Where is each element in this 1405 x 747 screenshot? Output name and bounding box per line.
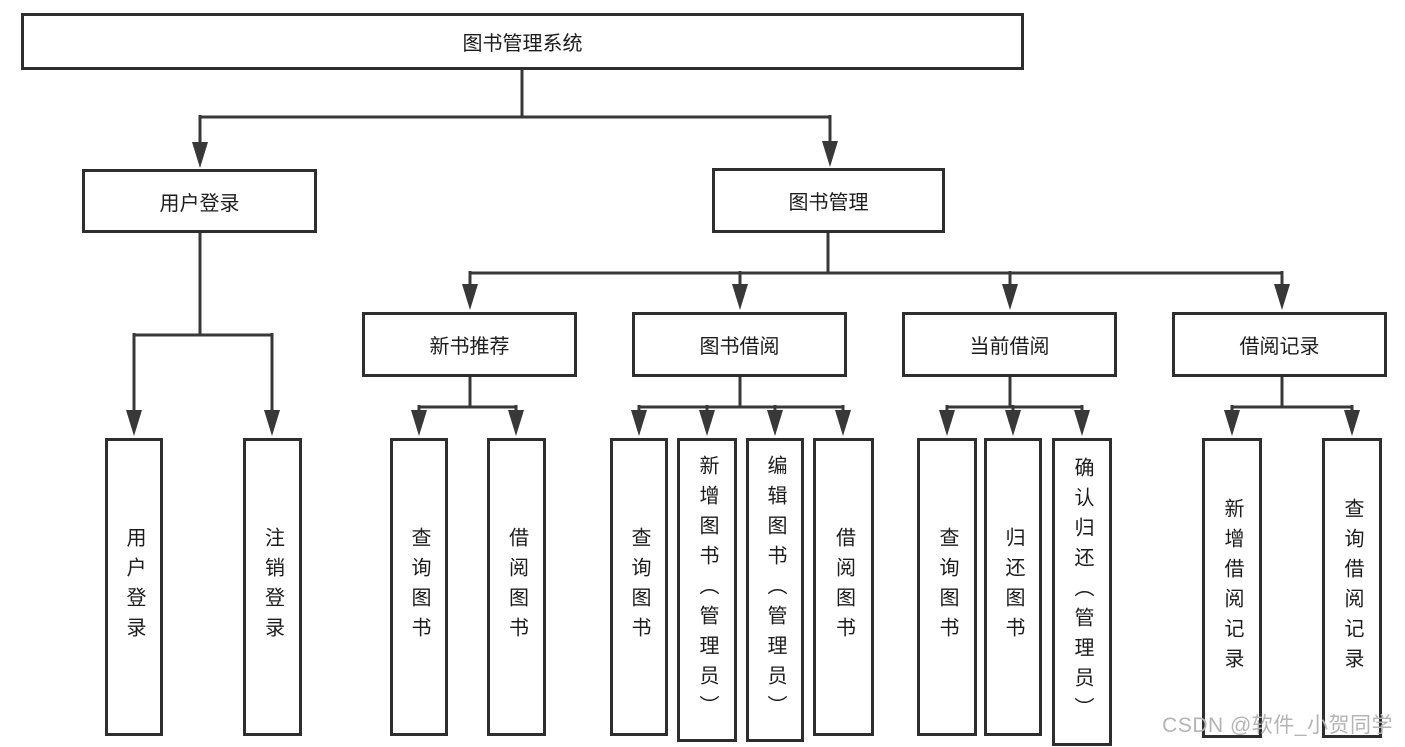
node-br-query-record: 查询借阅记录 <box>1322 438 1382 738</box>
node-root: 图书管理系统 <box>21 13 1024 70</box>
node-br-add-record: 新增借阅记录 <box>1202 438 1262 738</box>
node-bb-borrow-book: 借阅图书 <box>813 438 874 736</box>
node-bb-add-book: 新增图书（管理员） <box>677 438 737 742</box>
node-current-borrow: 当前借阅 <box>902 312 1117 377</box>
node-cb-return-book: 归还图书 <box>984 438 1042 736</box>
node-bb-query-book: 查询图书 <box>610 438 668 736</box>
node-cb-confirm-return: 确认归还（管理员） <box>1052 438 1112 746</box>
node-borrow-record: 借阅记录 <box>1172 312 1387 377</box>
csdn-watermark: CSDN @软件_小贺同学 <box>1162 714 1393 737</box>
node-book-borrow: 图书借阅 <box>632 312 847 377</box>
node-bb-edit-book: 编辑图书（管理员） <box>746 438 804 742</box>
node-logout-leaf: 注销登录 <box>243 438 302 736</box>
node-new-book-recommend: 新书推荐 <box>362 312 577 377</box>
node-book-management: 图书管理 <box>712 168 945 233</box>
node-rec-borrow-book: 借阅图书 <box>487 438 546 736</box>
node-rec-query-book: 查询图书 <box>390 438 448 736</box>
node-login-leaf: 用户登录 <box>105 438 163 736</box>
arrowhead-icons <box>126 141 1360 436</box>
node-cb-query-book: 查询图书 <box>917 438 977 736</box>
node-user-login: 用户登录 <box>82 169 317 233</box>
